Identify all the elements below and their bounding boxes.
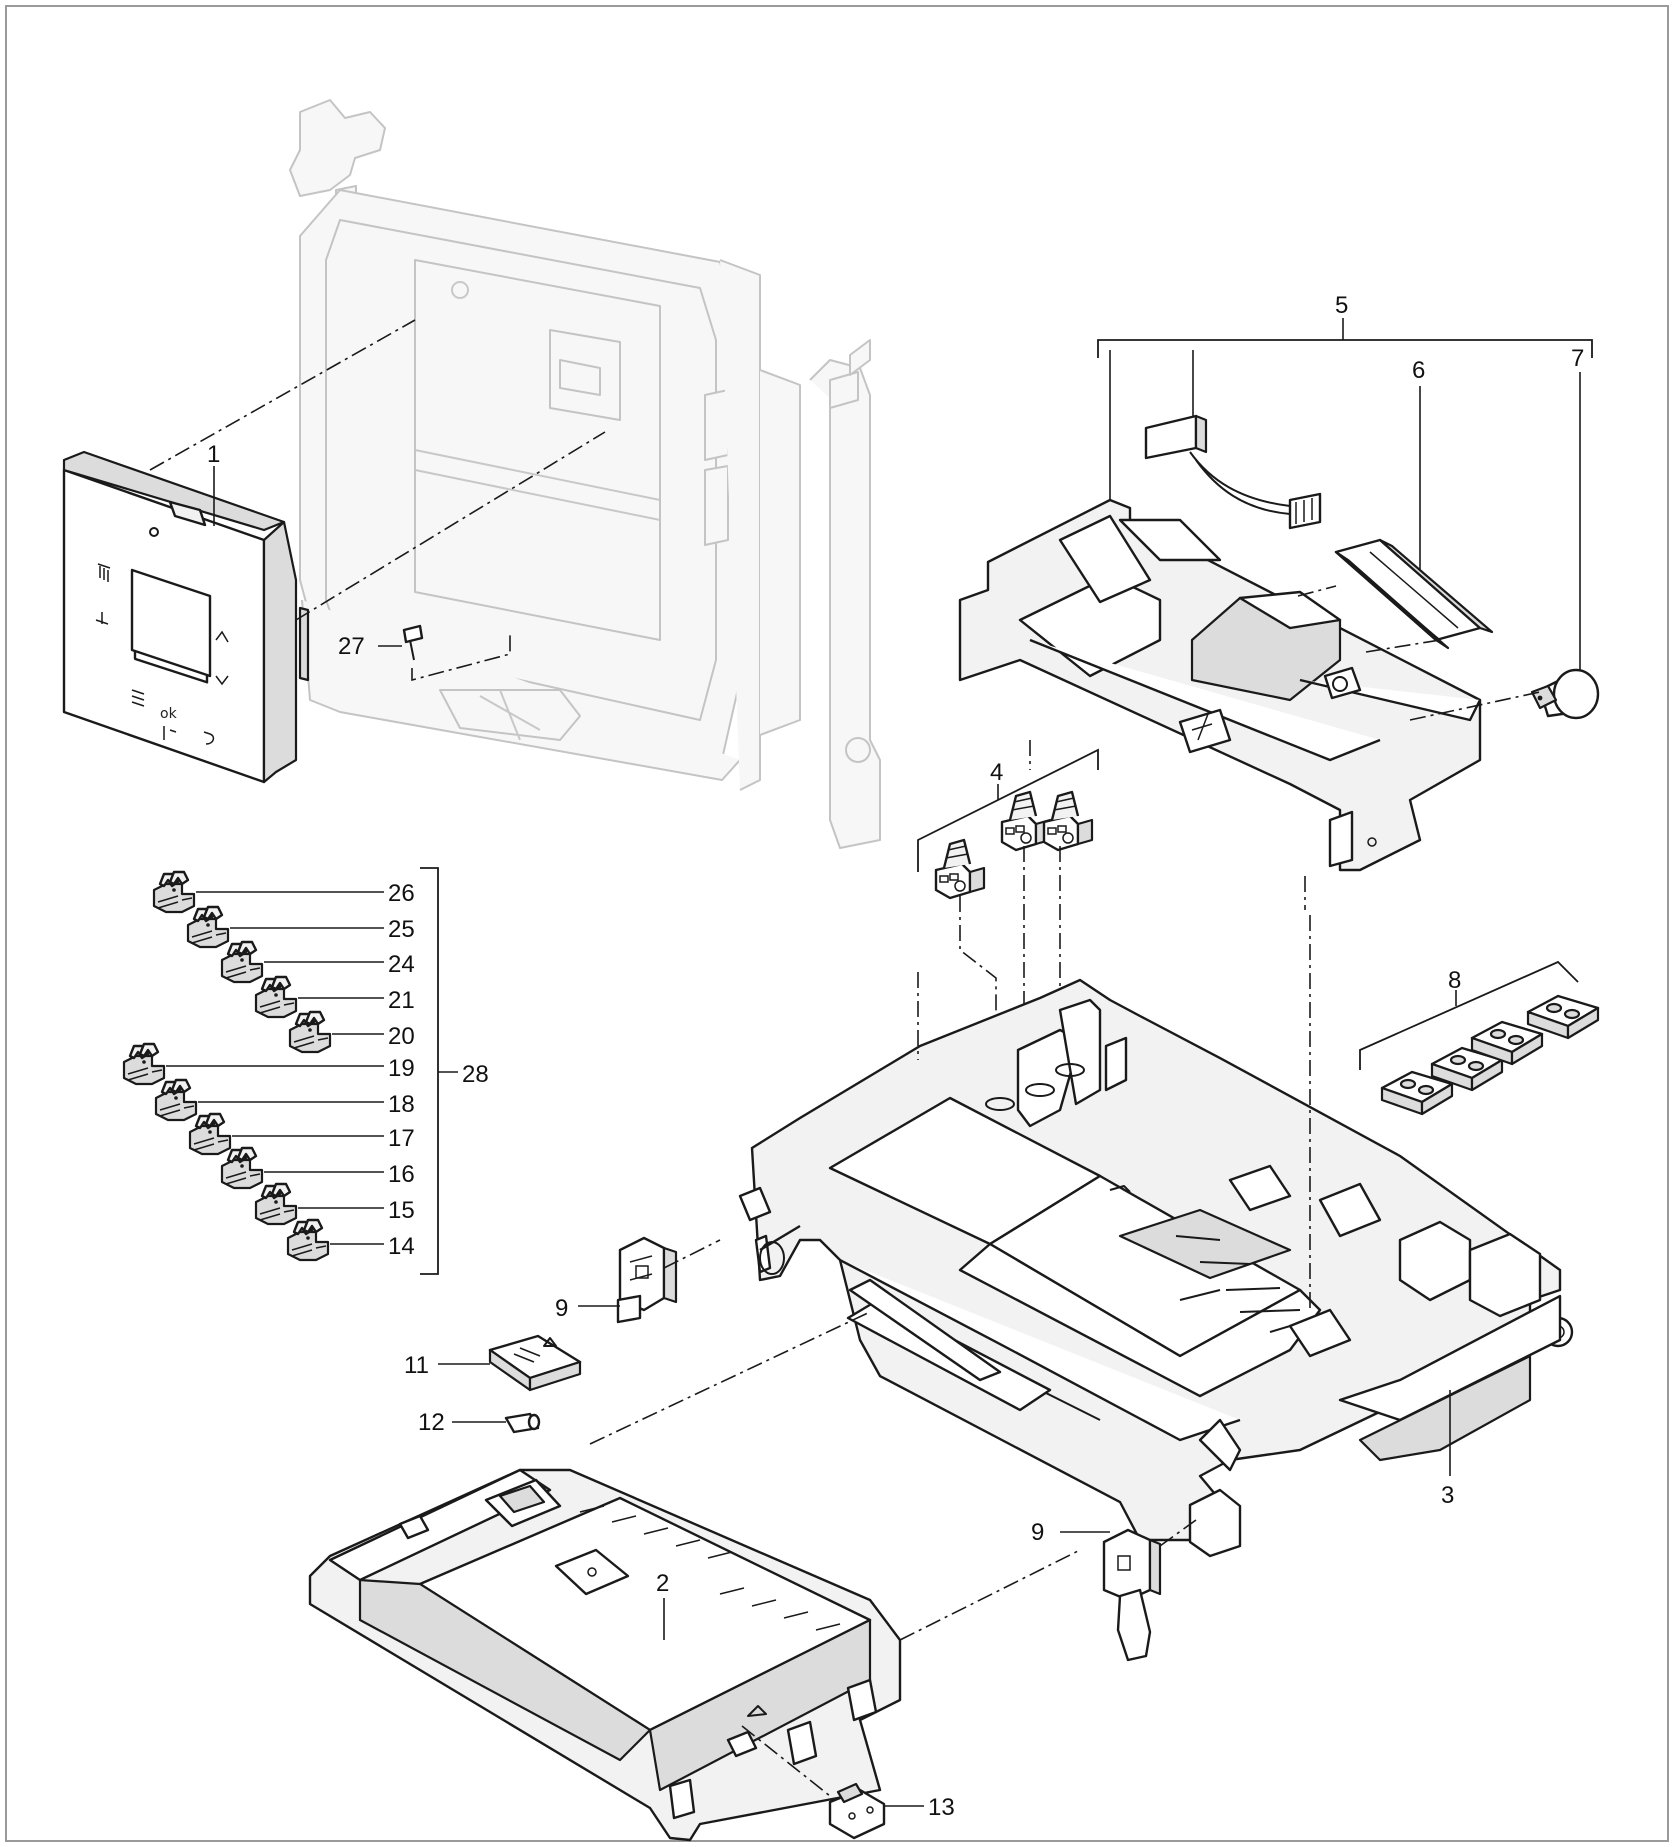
label-7: 7	[1571, 345, 1584, 372]
terminal-19	[122, 1042, 384, 1086]
label-21: 21	[388, 987, 415, 1014]
terminal-16	[220, 1146, 384, 1190]
label-15: 15	[388, 1197, 415, 1224]
label-13: 13	[928, 1794, 955, 1821]
part-6-cover-slide	[1297, 386, 1494, 653]
part-13-connector	[741, 1725, 924, 1840]
heating-symbol-icon	[97, 563, 111, 582]
label-11: 11	[404, 1352, 429, 1379]
part-12-fuse	[452, 1412, 541, 1434]
terminal-25	[186, 905, 384, 949]
terminal-connectors	[122, 867, 458, 1275]
back-symbol-icon	[203, 731, 215, 745]
part-9-clip-right	[1060, 1519, 1197, 1662]
group-28-bracket	[420, 867, 439, 1275]
label-27: 27	[338, 633, 365, 660]
label-16: 16	[388, 1161, 415, 1188]
part-2-control-board	[308, 1311, 1081, 1842]
label-9-left: 9	[555, 1295, 568, 1322]
label-18: 18	[388, 1091, 415, 1118]
label-26: 26	[388, 880, 415, 907]
label-12: 12	[418, 1409, 445, 1436]
info-symbol-icon	[163, 726, 177, 740]
part-9-clip-left	[578, 1236, 721, 1324]
label-17: 17	[388, 1125, 415, 1152]
terminal-17	[188, 1112, 384, 1156]
label-3: 3	[1441, 1482, 1454, 1509]
label-19: 19	[388, 1055, 415, 1082]
up-arrow-icon	[215, 630, 229, 643]
label-20: 20	[388, 1023, 415, 1050]
terminal-20	[288, 1010, 384, 1054]
label-9-right: 9	[1031, 1519, 1044, 1546]
part-1-control-unit: ok	[62, 319, 606, 784]
menu-symbol-icon	[131, 689, 145, 707]
part-27-screw	[378, 624, 511, 682]
label-5: 5	[1335, 292, 1348, 319]
label-25: 25	[388, 916, 415, 943]
label-6: 6	[1412, 357, 1425, 384]
terminal-26	[152, 870, 384, 914]
terminal-24	[220, 940, 384, 984]
down-arrow-icon	[215, 675, 229, 686]
page-border	[5, 5, 1669, 1842]
part-3-base-frame	[738, 915, 1574, 1558]
terminal-14	[286, 1218, 384, 1262]
label-8: 8	[1448, 967, 1461, 994]
terminal-15	[254, 1182, 384, 1226]
part-11-fuse-cover	[438, 1334, 582, 1392]
part-7-knob	[1409, 372, 1600, 721]
label-14: 14	[388, 1233, 415, 1260]
terminal-18	[154, 1078, 384, 1122]
label-1: 1	[207, 441, 220, 468]
label-4: 4	[990, 759, 1003, 786]
terminal-21	[254, 975, 384, 1019]
label-2: 2	[656, 1570, 669, 1597]
tap-water-symbol-icon	[95, 612, 109, 625]
ok-button-symbol: ok	[160, 706, 178, 722]
part-8-grommets	[1359, 960, 1600, 1116]
mounting-frame-ghost	[289, 99, 881, 849]
label-28: 28	[462, 1061, 489, 1088]
label-24: 24	[388, 951, 415, 978]
part-5-cover-assembly	[958, 318, 1593, 910]
